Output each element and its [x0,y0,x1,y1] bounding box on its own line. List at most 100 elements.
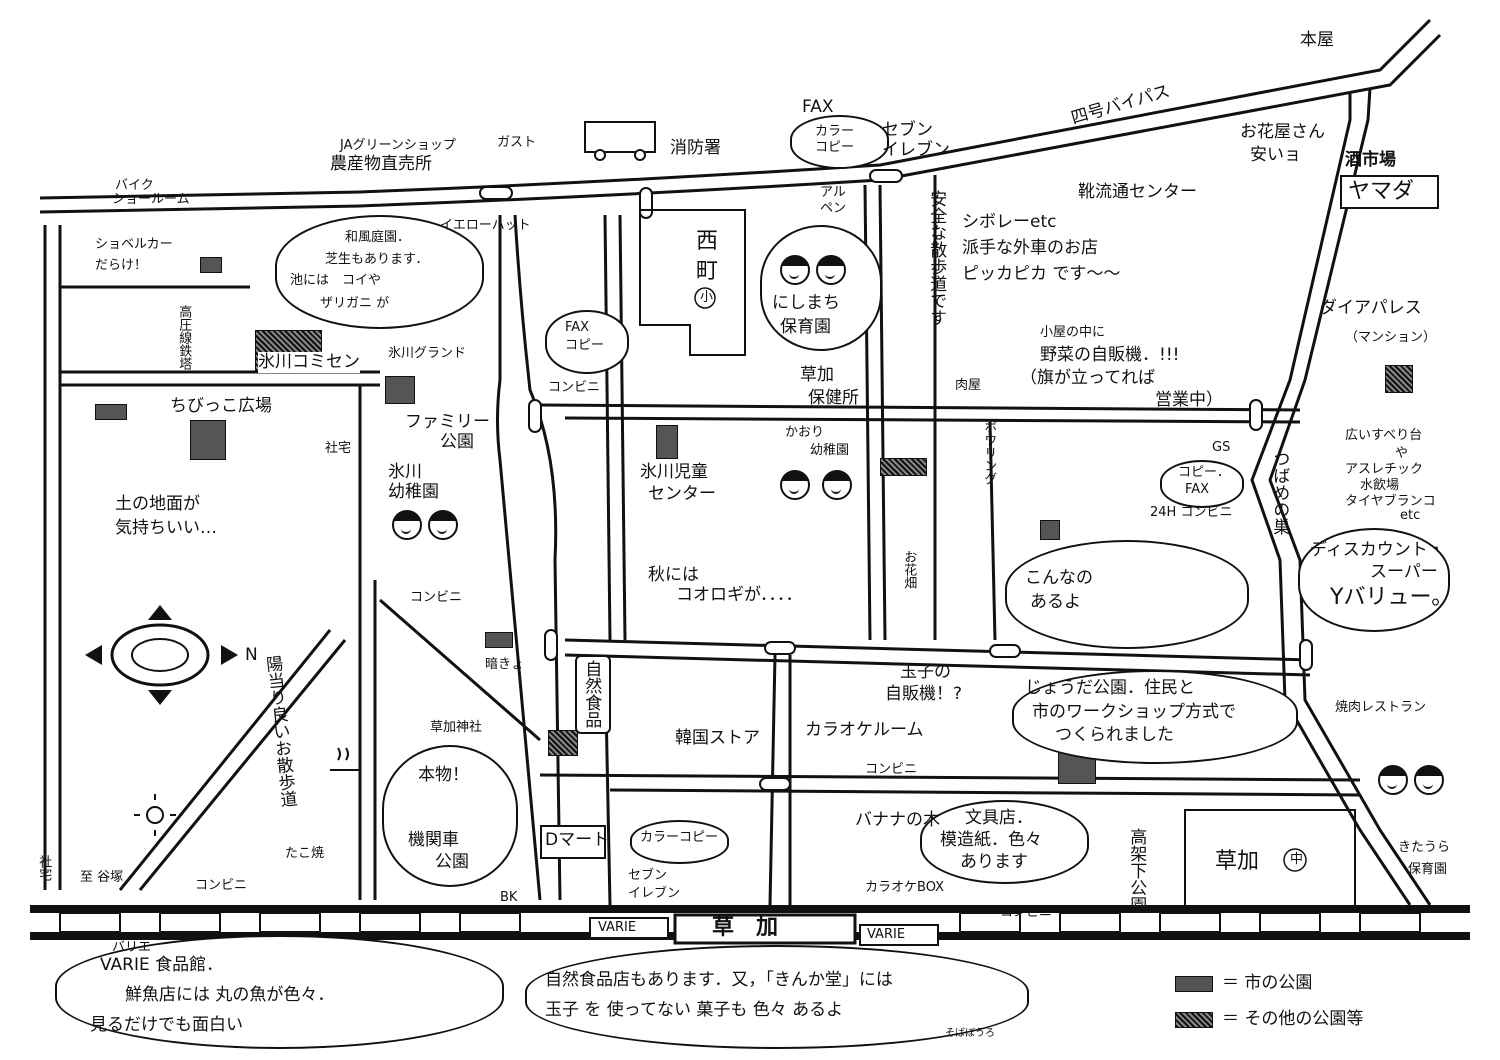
dmart-box [540,825,606,859]
color-copy-top-bubble [790,115,889,169]
road-h4 [564,638,1311,662]
east-road-right [1268,87,1432,906]
park-shovel [200,257,222,273]
label-school-mark: 小 [700,290,714,305]
label-seven-top-1: セブン [882,120,933,140]
varie-right: VARIE [867,927,906,942]
label-kaori-2: 幼稚園 [810,443,850,458]
legend-other-swatch [1175,1012,1213,1028]
label-garden-4: ザリガニ が [320,296,390,311]
label-shataku-1: 社宅 [325,441,352,456]
label-alpen-2: ペン [820,201,847,216]
varie-left-box [589,917,669,939]
label-conv-3: コンビニ [865,762,918,777]
label-soil-1: 土の地面が [115,494,200,514]
label-hikawa-kg-1: 氷川 [388,462,422,482]
label-discount-3: Yバリュー。 [1330,585,1454,610]
label-slide-6: etc [1400,508,1421,523]
nishimachi-bubble [760,225,882,351]
label-gusto: ガスト [497,135,537,150]
east-road-left [1250,92,1412,906]
jhs-mark [1283,848,1307,872]
garden-bubble [275,215,484,329]
label-sake: 酒市場 [1345,150,1396,170]
child-face-icon [816,255,846,285]
label-ja-2: 農産物直売所 [330,154,432,174]
label-takoyaki: たこ焼 [285,846,325,861]
park-chibikko-a [95,404,127,420]
label-diapalace-1: ダイアパレス [1320,298,1422,318]
nature-note [525,945,1029,1049]
label-conv-2: コンビニ [410,590,463,605]
label-bk: BK [500,890,518,905]
label-jouda-1: じょうだ公園．住民と [1025,678,1195,698]
legend-other-label: ＝ その他の公園等 [1222,1009,1364,1029]
promenade [118,629,332,891]
label-shrine: 草加神社 [430,720,483,735]
label-natural-food: 自然食品 [581,660,602,728]
color-copy-bubble [630,820,729,864]
varie-left: VARIE [598,920,637,935]
station-name: 草 加 [712,915,779,940]
label-health-2: 保健所 [808,388,859,408]
label-conv-1: コンビニ [548,380,601,395]
label-hikawa-ground: 氷川グランド [388,346,467,361]
label-loco-2: 機関車 [408,830,459,850]
label-fax-top: FAX [802,97,834,117]
label-loco-3: 公園 [435,852,469,872]
label-car-3: ピッカピカ です～～ [962,264,1121,284]
label-yellow-hat: イエローハット [440,218,531,233]
soka-jhs [1184,809,1356,911]
label-conv-5: コンビニ [195,878,248,893]
varie-right-box [859,924,939,946]
road-v2 [513,214,562,901]
label-like-1: こんなの [1025,568,1093,588]
label-discount-1: ディスカウント・ [1310,540,1445,560]
legend-city-label: ＝ 市の公園 [1222,973,1313,993]
label-bowling: ボウリング [981,420,997,485]
label-shovel-2: だらけ！ [95,258,148,273]
label-nursery-2: 保育園 [780,317,831,337]
label-karaoke-room: カラオケルーム [805,720,924,740]
fax-copy-bubble [545,310,629,374]
sun-icon [134,794,176,836]
label-hikawa-kg-2: 幼稚園 [388,482,439,502]
label-swallow: つばめの巣 [1269,450,1290,535]
park-kaori [880,458,927,476]
label-to-yatsuka: 至 谷塚 [80,870,124,885]
compass-rose-icon [85,605,238,705]
label-safe-walk: 安全な散歩道です [926,190,947,326]
label-alpen-1: アル [820,185,846,200]
label-ja-1: JAグリーンショップ [340,138,456,153]
like-this-bubble [1005,540,1249,649]
label-like-2: あるよ [1030,592,1081,612]
road-diag [379,598,541,742]
label-cricket-2: コオロギが．．．． [676,585,803,605]
label-egg-1: 玉子の [900,662,951,682]
label-shovel-1: ショベルカー [95,237,173,252]
road-v8 [988,421,997,641]
label-stationery-3: あります [960,852,1028,872]
child-face-icon [780,470,810,500]
label-child-center-2: センター [648,484,716,504]
label-garden-2: 芝生もあります． [325,252,429,267]
label-copy-24-2: FAX [1185,482,1210,497]
label-gs: GS [1212,440,1231,455]
varie-note-1: VARIE 食品館． [100,955,224,975]
label-stationery-2: 模造紙．色々 [940,830,1042,850]
label-north: N [245,645,258,665]
label-slide-1: 広いすべり台 [1345,428,1423,443]
park-diapalace [1385,365,1413,393]
label-kaori-1: かおり [785,425,825,440]
label-korea: 韓国ストア [675,728,760,748]
label-diapalace-2: （マンション） [1345,330,1437,345]
label-koukashita: 高架下公園 [1126,828,1147,913]
child-face-icon [780,255,810,285]
varie-note [55,935,504,1049]
road-v3 [603,214,612,641]
label-egg-2: 自販機！? [885,684,963,704]
label-flower-1: お花屋さん [1240,122,1325,142]
label-banana: バナナの木 [855,810,940,830]
park-shrine [548,730,578,756]
label-soil-2: 気持ちいい… [115,518,217,538]
